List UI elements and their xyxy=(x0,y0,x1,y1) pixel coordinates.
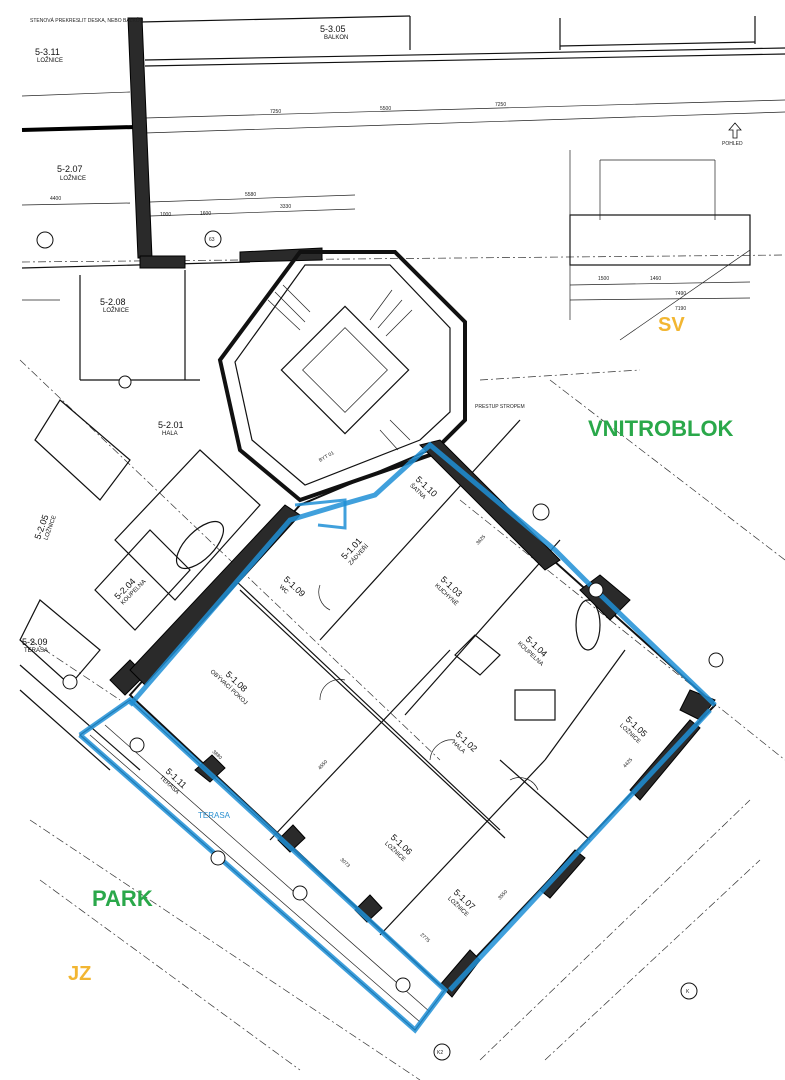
dimension: 4550 xyxy=(317,759,329,771)
svg-text:5-2.08: 5-2.08 xyxy=(100,297,126,307)
grid-axes xyxy=(19,359,785,1080)
svg-text:HALA: HALA xyxy=(162,431,178,437)
dimension: 7490 xyxy=(675,291,686,297)
svg-text:LOŽNICE: LOŽNICE xyxy=(37,56,63,64)
dimension: 3073 xyxy=(339,857,351,869)
svg-text:5-2.09: 5-2.09 xyxy=(22,637,48,647)
dimension: 1600 xyxy=(200,211,211,217)
grid-label-63: 63 xyxy=(209,237,215,243)
dimension: 7250 xyxy=(270,109,281,115)
apartment-highlight xyxy=(78,441,717,1034)
dimension: 2775 xyxy=(419,932,431,944)
svg-text:LOŽNICE: LOŽNICE xyxy=(60,174,86,182)
note-ceiling: PRESTUP STROPEM xyxy=(475,404,525,410)
orientation-park: PARK xyxy=(92,886,153,911)
svg-text:5-2.07: 5-2.07 xyxy=(57,164,83,174)
dimension-labels: 7250 5500 7250 1600 1000 5580 1500 3330 … xyxy=(50,102,686,944)
svg-text:5-2.01: 5-2.01 xyxy=(158,420,184,430)
svg-text:5-3.11: 5-3.11 xyxy=(35,47,60,57)
svg-text:TERASA: TERASA xyxy=(24,648,48,654)
note-top-left: STENOVÁ PREKRESLIT DESKA, NEBO BALKÓN xyxy=(30,17,144,24)
dimension: 3625 xyxy=(475,534,487,546)
grid-bubbles: 63 K K2 xyxy=(36,230,724,1061)
dimension: 1000 xyxy=(160,212,171,218)
svg-text:WC: WC xyxy=(278,584,290,596)
dimension: 3330 xyxy=(280,204,291,210)
orientation-vnitroblok: VNITROBLOK xyxy=(588,416,734,441)
note-unit: BYT 01 xyxy=(318,450,336,464)
orientation-jz: JZ xyxy=(68,963,91,985)
view-arrow-icon xyxy=(728,122,742,139)
svg-text:BALKON: BALKON xyxy=(324,35,348,41)
upper-floor-lines xyxy=(21,15,785,381)
dimension: 1500 xyxy=(598,276,609,282)
dimension: 5580 xyxy=(245,192,256,198)
svg-text:5-3.05: 5-3.05 xyxy=(320,24,346,34)
grid-label-k: K xyxy=(686,989,690,995)
dimension: 1460 xyxy=(650,276,661,282)
dimension: 4400 xyxy=(50,196,61,202)
staircase-octagon xyxy=(217,250,467,503)
dimension: 4425 xyxy=(622,757,634,769)
grid-label-k2: K2 xyxy=(437,1050,443,1056)
dimension: 7250 xyxy=(495,102,506,108)
dimension: 5500 xyxy=(380,106,391,112)
view-label: POHLED xyxy=(722,141,743,147)
dimension: 7190 xyxy=(675,306,686,312)
terasa-annotation: TERASA xyxy=(198,811,231,820)
svg-text:LOŽNICE: LOŽNICE xyxy=(103,306,129,314)
dimension: 3550 xyxy=(497,889,509,901)
orientation-sv: SV xyxy=(658,314,685,336)
